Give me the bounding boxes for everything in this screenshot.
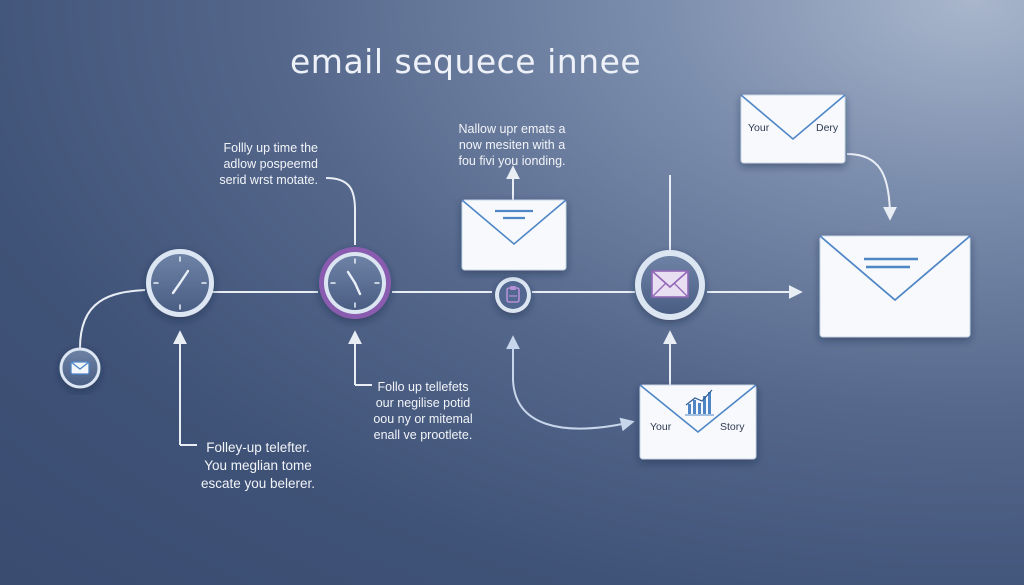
note-line: our negilise potid — [375, 396, 471, 410]
email-card-large[interactable] — [819, 235, 971, 338]
start-mail-node[interactable] — [59, 347, 101, 389]
email-card-top-right[interactable]: Your Dery — [740, 94, 846, 164]
note-line: serid wrst motate. — [219, 173, 318, 187]
note-top-center: Nallow upr emats a now mesiten with a fo… — [448, 121, 576, 169]
note-line: You meglian tome — [204, 458, 312, 473]
email-card-center[interactable] — [461, 199, 567, 271]
start-connector — [79, 289, 146, 349]
note-line: Follly up time the — [223, 141, 318, 155]
note-line: Follo up tellefets — [377, 380, 469, 394]
connector-hub-down — [506, 335, 635, 432]
open-envelope-icon — [651, 270, 689, 298]
clipboard-icon — [506, 286, 520, 303]
note-bottom-left: Folley-up telefter. You meglian tome esc… — [192, 439, 324, 493]
clock-node-2[interactable] — [319, 247, 391, 319]
connector-card-to-main — [846, 153, 897, 221]
clock-node-1[interactable] — [146, 249, 214, 317]
note-line: escate you belerer. — [200, 476, 316, 491]
card-bottom-right-left-label: Your — [650, 421, 672, 433]
hub-node[interactable] — [495, 277, 531, 313]
bar-chart-icon — [685, 389, 714, 416]
note-line: fou fivi you ionding. — [458, 154, 566, 168]
connector-note-top-left — [325, 177, 356, 245]
note-line: adlow pospeemd — [223, 157, 318, 171]
email-card-bottom-right[interactable]: Your Story — [639, 384, 757, 460]
clock-icon — [330, 258, 380, 308]
note-bottom-center: Follo up tellefets our negilise potid oo… — [362, 379, 484, 443]
note-line: enall ve prootlete. — [373, 428, 473, 442]
card-bottom-right-right-label: Story — [720, 421, 745, 433]
diagram-title: email sequece innee — [290, 42, 642, 81]
note-line: Folley-up telefter. — [206, 440, 310, 455]
mail-icon — [70, 361, 90, 375]
card-top-right-right-label: Dery — [816, 122, 839, 134]
clock-icon — [153, 256, 207, 310]
note-top-left: Follly up time the adlow pospeemd serid … — [200, 140, 318, 188]
card-top-right-left-label: Your — [748, 122, 770, 134]
note-line: Nallow upr emats a — [458, 122, 566, 136]
text-lines-icon — [864, 257, 918, 269]
note-line: now mesiten with a — [458, 138, 566, 152]
text-lines-icon — [495, 209, 533, 220]
email-node[interactable] — [635, 250, 705, 320]
note-line: oou ny or mitemal — [373, 412, 473, 426]
